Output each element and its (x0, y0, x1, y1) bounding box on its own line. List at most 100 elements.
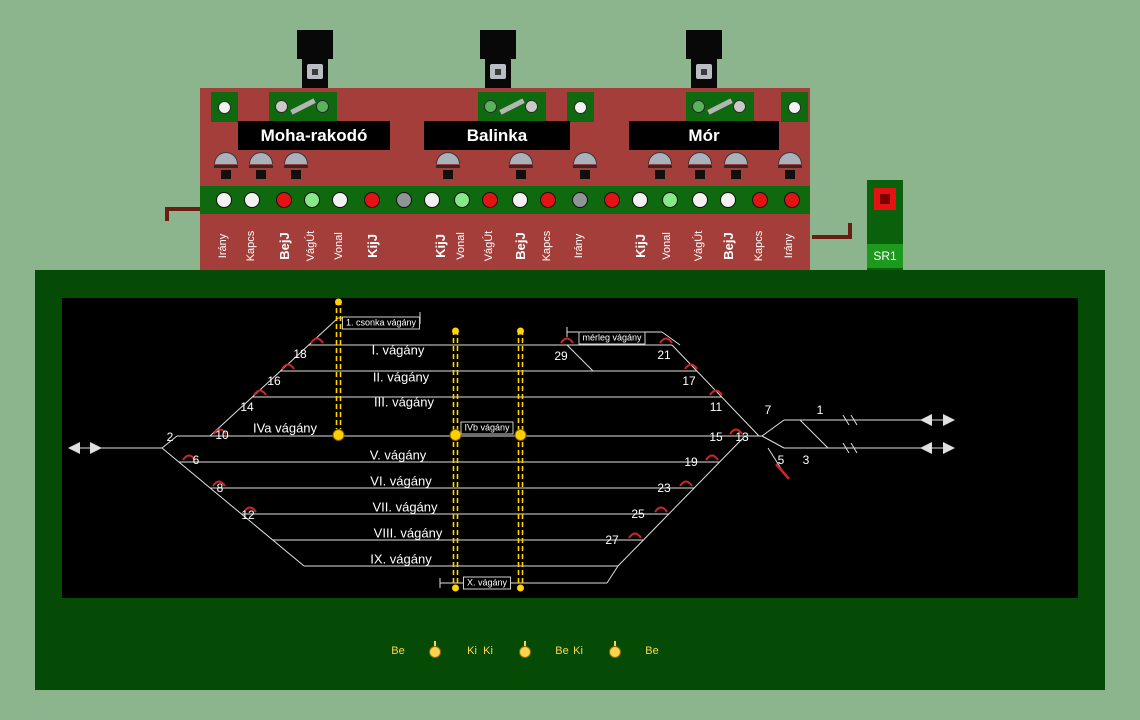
indicator-lamp (720, 192, 736, 208)
column-label-vágút[interactable]: VágÚt (693, 230, 705, 262)
sr1-indicator-core (880, 194, 890, 204)
indicator-lamp (276, 192, 292, 208)
switch-number[interactable]: 7 (764, 403, 772, 417)
switch-number[interactable]: 19 (684, 455, 698, 469)
bell-base (573, 165, 597, 168)
column-label-irány[interactable]: Irány (217, 233, 229, 259)
switch-number[interactable]: 27 (605, 533, 619, 547)
column-label-vonal[interactable]: Vonal (333, 232, 345, 260)
column-label-kijj[interactable]: KijJ (365, 234, 380, 258)
crossing-lamps[interactable] (332, 429, 527, 441)
bell-button[interactable] (516, 170, 526, 179)
column-label-vágút[interactable]: VágÚt (483, 230, 495, 262)
block-lever-icon (499, 98, 525, 115)
column-label-kijj[interactable]: KijJ (633, 234, 648, 258)
switch-number[interactable]: 18 (293, 347, 307, 361)
legend-label: Be (391, 645, 405, 657)
station-plate-mor: Mór (629, 121, 779, 150)
track-label: III. vágány (374, 394, 434, 410)
switch-number[interactable]: 29 (554, 349, 568, 363)
switch-number[interactable]: 2 (166, 430, 174, 444)
column-label-kapcs[interactable]: Kapcs (541, 230, 553, 262)
switch-number[interactable]: 17 (682, 374, 696, 388)
direction-arrows (68, 414, 955, 454)
bell-button[interactable] (695, 170, 705, 179)
signal-repeater-dot (495, 69, 501, 75)
signal-repeater-icon (696, 64, 712, 79)
signal-repeater-icon (307, 64, 323, 79)
column-label-bejj[interactable]: BejJ (513, 232, 528, 260)
column-label-bejj[interactable]: BejJ (277, 232, 292, 260)
block-indicator-box (686, 92, 754, 122)
column-label-bejj[interactable]: BejJ (721, 232, 736, 260)
switch-number[interactable]: 14 (240, 400, 254, 414)
bell-button[interactable] (221, 170, 231, 179)
station-name: Balinka (466, 125, 528, 145)
indicator-lamp (752, 192, 768, 208)
switch-number[interactable]: 16 (267, 374, 281, 388)
derail-mark (775, 463, 790, 480)
legend-label: Ki (483, 645, 493, 657)
bell-base (284, 165, 308, 168)
switch-number[interactable]: 10 (215, 428, 229, 442)
block-indicator-box (269, 92, 337, 122)
indicator-lamp (396, 192, 412, 208)
switch-number[interactable]: 5 (777, 453, 785, 467)
switch-number[interactable]: 1 (816, 403, 824, 417)
bell-button[interactable] (785, 170, 795, 179)
bell-button[interactable] (256, 170, 266, 179)
bell-button[interactable] (443, 170, 453, 179)
column-label-kijj[interactable]: KijJ (433, 234, 448, 258)
switch-number[interactable]: 11 (709, 400, 723, 414)
switch-number[interactable]: 8 (216, 481, 224, 495)
bell-button[interactable] (291, 170, 301, 179)
white-lamp-icon (574, 100, 587, 114)
bell-button[interactable] (731, 170, 741, 179)
track-label: II. vágány (372, 369, 430, 385)
white-lamp-icon (788, 100, 801, 114)
switch-number[interactable]: 25 (631, 507, 645, 521)
legend-lamp-stem (614, 641, 616, 647)
bell-base (509, 165, 533, 168)
sr1-indicator-button[interactable] (874, 188, 896, 210)
column-label-irány[interactable]: Irány (783, 233, 795, 259)
bell-base (778, 165, 802, 168)
crossing-lamp[interactable] (332, 429, 345, 441)
column-label-vonal[interactable]: Vonal (661, 232, 673, 260)
switch-number[interactable]: 23 (657, 481, 671, 495)
switch-number[interactable]: 3 (802, 453, 810, 467)
block-lamp-icon (692, 100, 705, 113)
column-label-vágút[interactable]: VágÚt (305, 230, 317, 262)
switch-number[interactable]: 12 (241, 508, 255, 522)
wire (165, 207, 169, 221)
indicator-lamp (572, 192, 588, 208)
block-lever-icon (707, 98, 733, 115)
indicator-lamp (632, 192, 648, 208)
column-label-kapcs[interactable]: Kapcs (753, 230, 765, 262)
track-label-boxed: 1. csonka vágány (341, 316, 421, 330)
lamp-band (200, 186, 810, 214)
relay-box-lower (691, 59, 717, 88)
indicator-lamp (540, 192, 556, 208)
switch-number[interactable]: 21 (657, 348, 671, 362)
switch-number[interactable]: 15 (709, 430, 723, 444)
switch-number[interactable]: 13 (735, 430, 749, 444)
crossing-lamp[interactable] (449, 429, 462, 441)
column-label-vonal[interactable]: Vonal (455, 232, 467, 260)
column-label-kapcs[interactable]: Kapcs (245, 230, 257, 262)
switch-number[interactable]: 6 (192, 453, 200, 467)
column-label-irány[interactable]: Irány (573, 233, 585, 259)
bell-button[interactable] (580, 170, 590, 179)
track-label: I. vágány (371, 342, 425, 358)
legend-lamp-icon (429, 646, 441, 658)
block-lamp-icon (525, 100, 538, 113)
sr1-unit: SR1 (867, 180, 903, 270)
block-lamp-icon (316, 100, 329, 113)
block-lamp-icon (484, 100, 497, 113)
legend-lamp-stem (434, 641, 436, 647)
track-label: VIII. vágány (373, 525, 443, 541)
indicator-lamp (454, 192, 470, 208)
bell-button[interactable] (655, 170, 665, 179)
crossing-lamp[interactable] (514, 429, 527, 441)
